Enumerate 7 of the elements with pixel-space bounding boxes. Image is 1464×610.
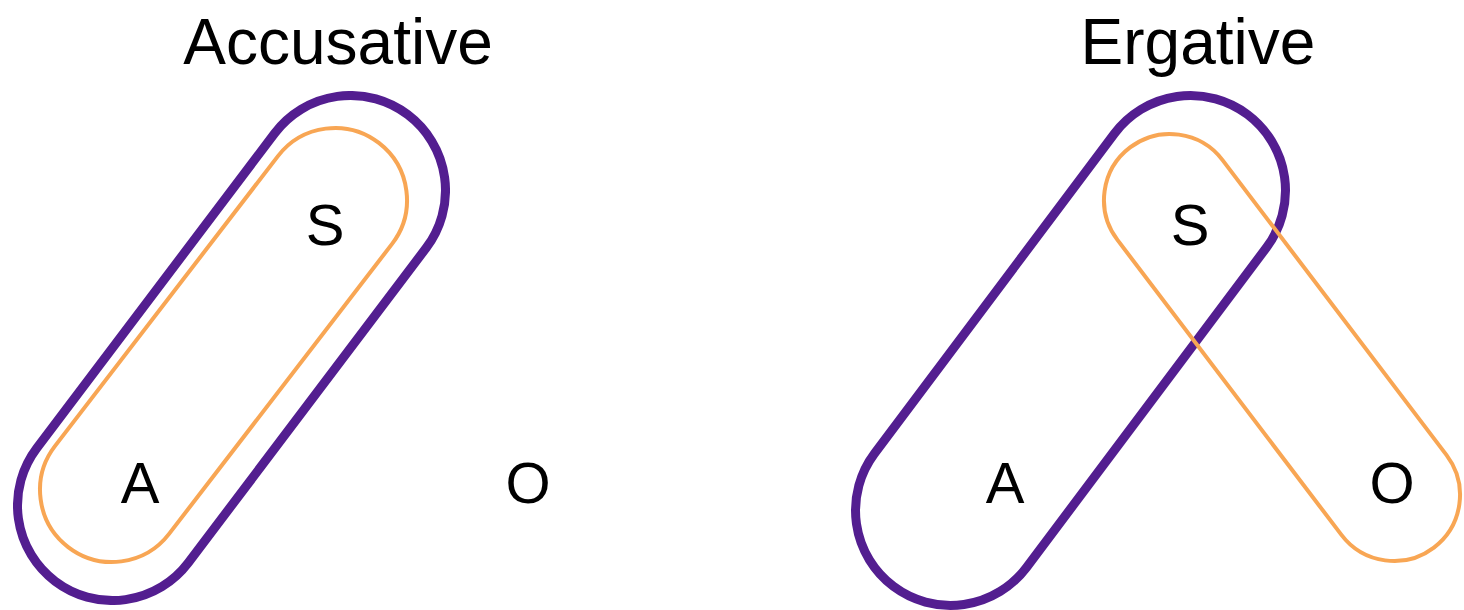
letter-label: S — [305, 196, 345, 254]
letter-label: O — [1369, 454, 1415, 512]
letter-label: A — [985, 454, 1025, 512]
letter-label: O — [505, 454, 551, 512]
letter-label: A — [120, 454, 160, 512]
panel-title: Accusative — [183, 10, 493, 74]
letter-label: S — [1170, 196, 1210, 254]
